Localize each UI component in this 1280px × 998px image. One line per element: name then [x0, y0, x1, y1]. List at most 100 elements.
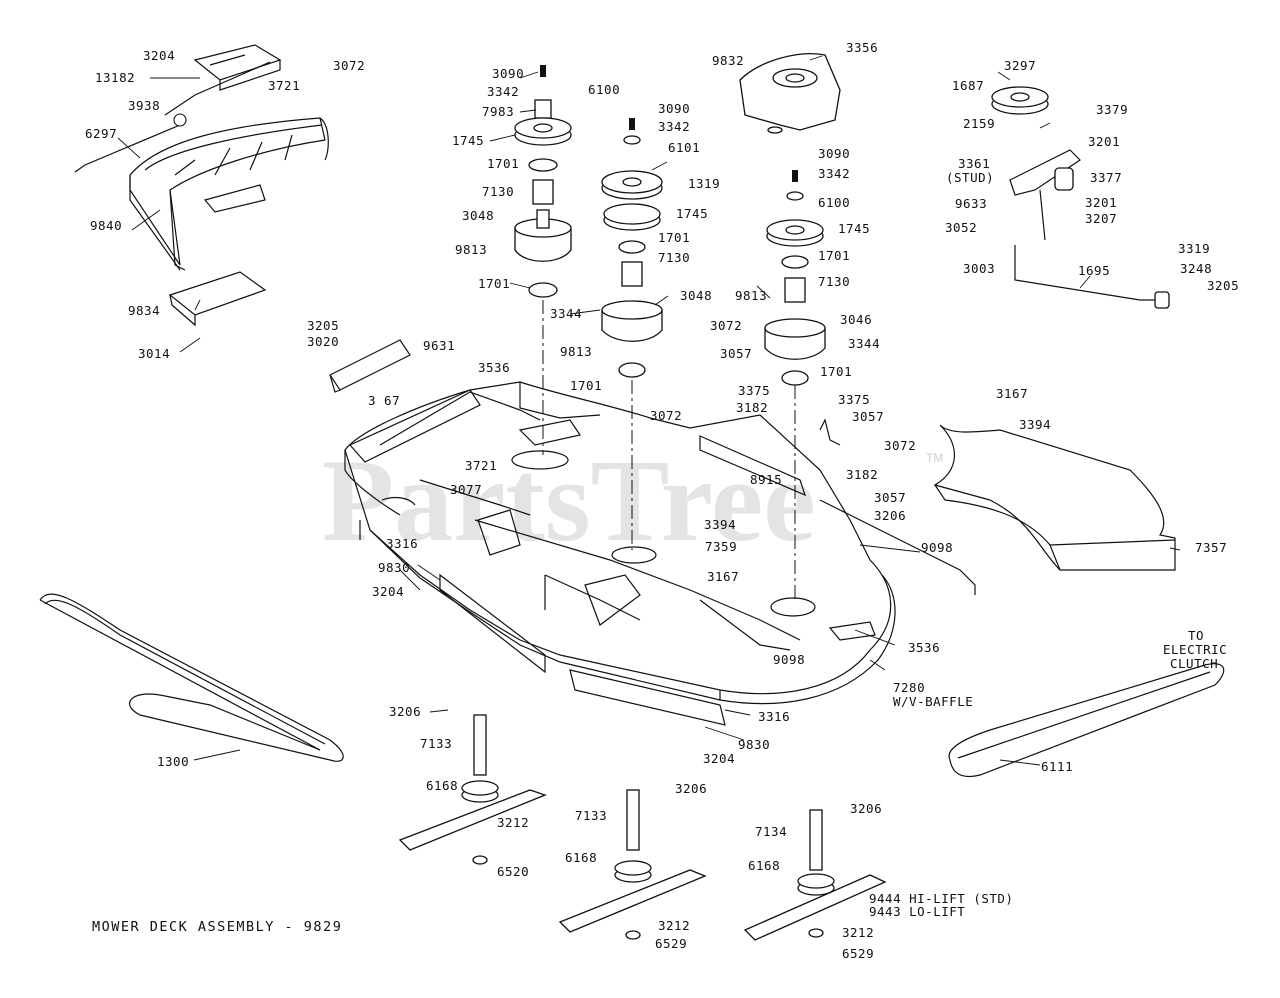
bracket-13182 [193, 44, 282, 91]
part-label: 1745 [676, 206, 708, 221]
part-label: 3090 [818, 146, 850, 161]
bracket-9631 [329, 339, 411, 393]
part-label: 2159 [963, 116, 995, 131]
part-label: 9832 [712, 53, 744, 68]
part-label: 3072 [710, 318, 742, 333]
blade-assembly-middle [558, 789, 707, 940]
blade-assembly-right [743, 809, 887, 941]
part-label: 7357 [1195, 540, 1227, 555]
part-label: 3536 [908, 640, 940, 655]
part-label: 3248 [1180, 261, 1212, 276]
part-label: 1701 [478, 276, 510, 291]
part-label: 3057 [874, 490, 906, 505]
part-label: 6111 [1041, 759, 1073, 774]
part-label: 1701 [487, 156, 519, 171]
part-label: 3316 [386, 536, 418, 551]
part-label: 3206 [675, 781, 707, 796]
part-label: 3212 [497, 815, 529, 830]
part-label: 3046 [840, 312, 872, 327]
part-label: 3394 [1019, 417, 1051, 432]
part-label: 9633 [955, 196, 987, 211]
bracket-9834 [168, 271, 267, 327]
part-label: 3342 [487, 84, 519, 99]
part-label: 3182 [736, 400, 768, 415]
part-label: 3344 [848, 336, 880, 351]
part-label: 3297 [1004, 58, 1036, 73]
part-label: 3206 [850, 801, 882, 816]
part-label: CLUTCH [1170, 656, 1218, 671]
pulley-cover-9832 [739, 53, 841, 134]
part-label: 3072 [884, 438, 916, 453]
part-label: 6101 [668, 140, 700, 155]
part-label: 3394 [704, 517, 736, 532]
part-label: 3375 [738, 383, 770, 398]
blade-assembly-left [398, 714, 547, 865]
belt-6111 [948, 663, 1225, 778]
part-label: 8915 [750, 472, 782, 487]
part-label: 3077 [450, 482, 482, 497]
part-label: 3377 [1090, 170, 1122, 185]
part-label: 3090 [658, 101, 690, 116]
spindle-stack-right [764, 170, 826, 386]
part-label: 13182 [95, 70, 135, 85]
part-label: 9813 [735, 288, 767, 303]
part-label: 3205 [307, 318, 339, 333]
part-label: 3182 [846, 467, 878, 482]
part-label: ELECTRIC [1163, 642, 1227, 657]
part-label: 3342 [658, 119, 690, 134]
part-label: 1695 [1078, 263, 1110, 278]
part-label: 7130 [482, 184, 514, 199]
part-label: 7134 [755, 824, 787, 839]
part-label: 3167 [707, 569, 739, 584]
part-label: 3319 [1178, 241, 1210, 256]
part-label: 3201 [1088, 134, 1120, 149]
part-label: 3 67 [368, 393, 400, 408]
part-label: 3938 [128, 98, 160, 113]
part-label: 3344 [550, 306, 582, 321]
part-label: W/V-BAFFLE [893, 694, 973, 709]
part-label: 3212 [658, 918, 690, 933]
part-label: 3003 [963, 261, 995, 276]
rod-3938 [164, 61, 271, 116]
part-label: 1701 [658, 230, 690, 245]
part-label: 9098 [921, 540, 953, 555]
part-label: 6168 [426, 778, 458, 793]
baffle-7357 [933, 424, 1176, 571]
part-label: 7130 [658, 250, 690, 265]
rod-6297 [74, 124, 181, 173]
belt-1300 [39, 593, 344, 762]
part-label: 9830 [378, 560, 410, 575]
part-label: 3212 [842, 925, 874, 940]
part-label: 3342 [818, 166, 850, 181]
part-label: 7133 [420, 736, 452, 751]
part-label: 9444 HI-LIFT (STD) [869, 891, 1013, 906]
part-label: 3072 [650, 408, 682, 423]
part-label: 6520 [497, 864, 529, 879]
part-label: 3316 [758, 709, 790, 724]
part-label: 3375 [838, 392, 870, 407]
part-label: 1701 [570, 378, 602, 393]
part-label: 7133 [575, 808, 607, 823]
part-label: 9834 [128, 303, 160, 318]
part-label: 1745 [838, 221, 870, 236]
belt-guard-9840 [129, 117, 329, 271]
part-label: 6297 [85, 126, 117, 141]
part-label: 3206 [389, 704, 421, 719]
part-label: 1745 [452, 133, 484, 148]
part-label: 3204 [143, 48, 175, 63]
part-label: 3020 [307, 334, 339, 349]
watermark: PartsTree [322, 435, 816, 566]
part-label: 3721 [268, 78, 300, 93]
diagram-title: MOWER DECK ASSEMBLY - 9829 [92, 919, 342, 935]
part-label: 3201 [1085, 195, 1117, 210]
part-label: 6168 [565, 850, 597, 865]
part-label: 3014 [138, 346, 170, 361]
part-label: 3204 [372, 584, 404, 599]
part-label: 1319 [688, 176, 720, 191]
rod-9098-lower [699, 599, 791, 651]
rod-9098 [819, 499, 976, 595]
part-label: 9813 [560, 344, 592, 359]
part-label: 9813 [455, 242, 487, 257]
